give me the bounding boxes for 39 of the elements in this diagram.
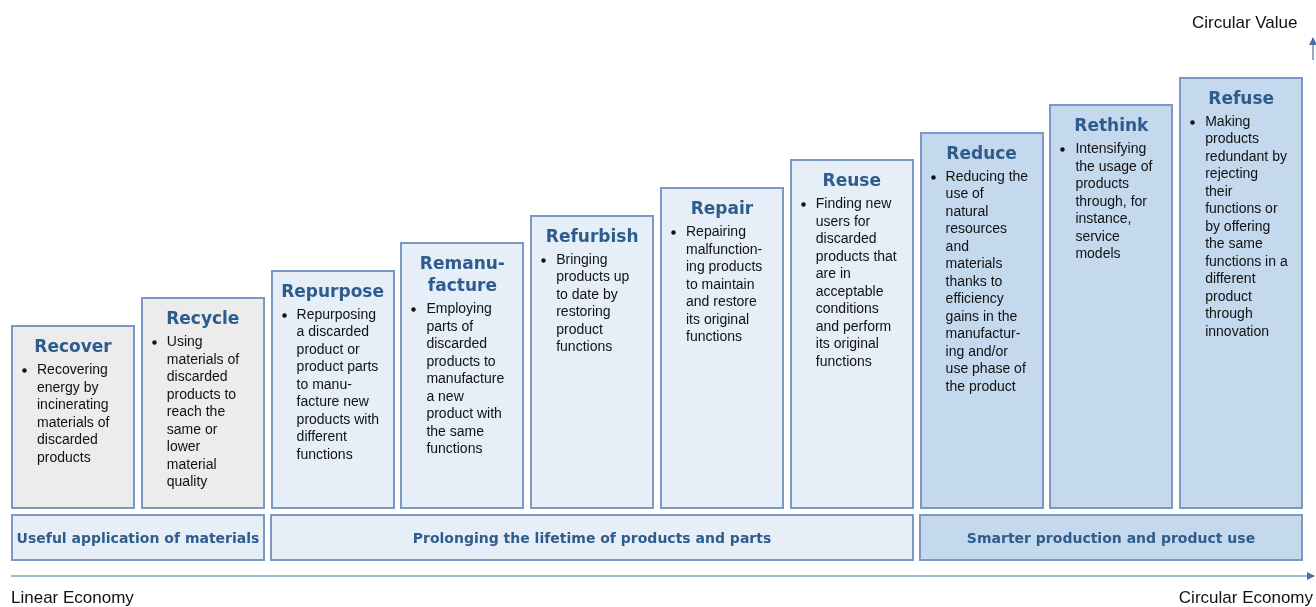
step-description: Bringing products up to date by restoring product functions [556, 250, 631, 356]
step-description: Repurposing a discarded product or product parts to manu-facture new products with different functions [296, 305, 381, 464]
category-band [11, 514, 265, 561]
step-title: Recover [33, 335, 113, 357]
step-card [919, 131, 1044, 509]
category-label: Prolonging the lifetime of products and parts [412, 529, 772, 546]
step-title: Reuse [821, 169, 882, 192]
step-description: Intensifying the usage of products through, for instance, service models [1075, 140, 1154, 263]
step-card [11, 325, 135, 509]
step-description: Reducing the use of natural resources and materials thanks to efficiency gains in the manufactur-ing and/or use phase of the product [945, 167, 1030, 396]
step-description: Finding new users for discarded products that are in acceptable conditions and perform its original functions [815, 195, 898, 371]
axis-end-label: Linear Economy [11, 588, 134, 607]
category-label: Smarter production and product use [966, 529, 1256, 546]
step-card [1049, 104, 1174, 509]
step-title: Refuse [1207, 86, 1276, 109]
step-description: Recovering energy by incinerating materials of discarded products [37, 361, 111, 466]
category-label: Useful application of materials [16, 529, 260, 546]
step-description: Repairing malfunction-ing products to maintain and restore its original functions [686, 223, 764, 346]
axis-end-label: Circular Economy [1178, 588, 1313, 607]
step-card [1179, 76, 1304, 509]
category-band [919, 514, 1303, 561]
step-card [530, 214, 655, 509]
step-card [140, 297, 265, 509]
step-card [660, 187, 784, 509]
step-card [400, 242, 525, 509]
step-title: Recycle [165, 307, 241, 330]
step-title: Remanu-facture [418, 252, 506, 297]
step-title: Refurbish [544, 224, 640, 247]
step-description: Using materials of discarded products to reach the same or lower material quality [166, 333, 241, 491]
category-band [270, 514, 914, 561]
step-title: Rethink [1073, 114, 1150, 137]
step-title: Repair [689, 197, 755, 219]
step-card [270, 269, 395, 509]
step-title: Reduce [945, 141, 1018, 164]
step-card [789, 159, 914, 509]
step-description: Making products redundant by rejecting their functions or by offering the same functions in a different product through innovation [1205, 112, 1289, 341]
step-title: Repurpose [280, 279, 385, 302]
step-description: Employing parts of discarded products to manufacture a new product with the same functions [426, 300, 506, 458]
axis-label: Circular Value [1192, 13, 1298, 33]
